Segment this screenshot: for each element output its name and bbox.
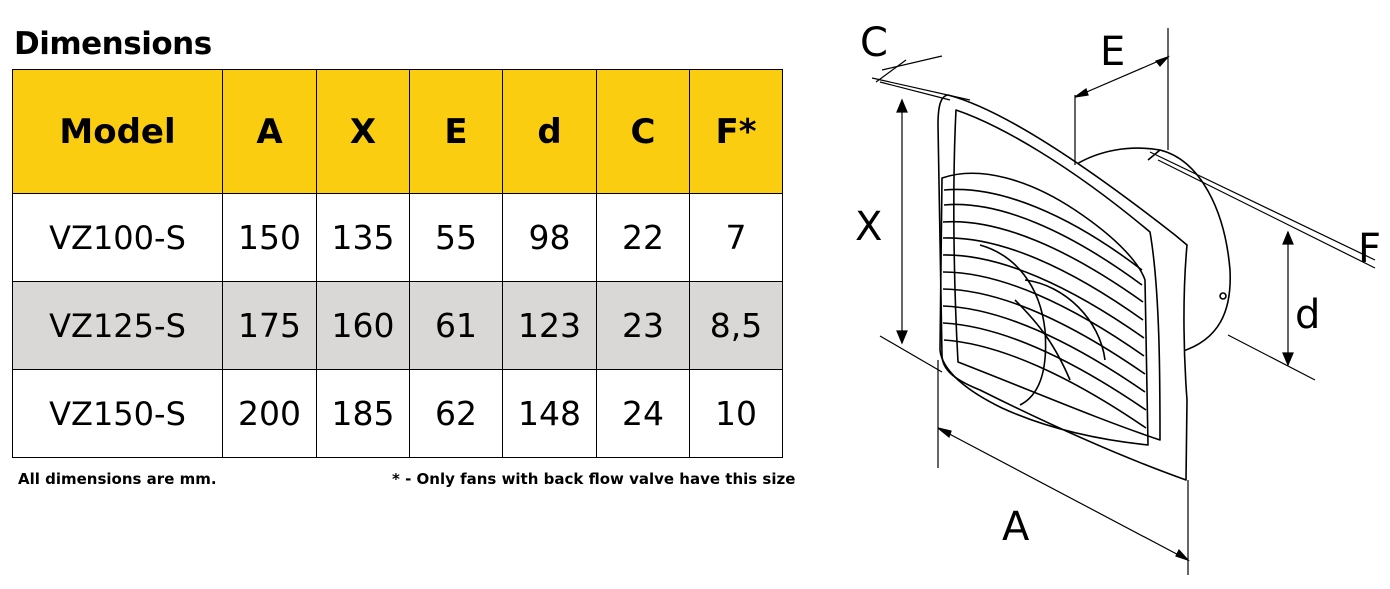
- header-model: Model: [12, 69, 223, 194]
- cell-e: 62: [409, 369, 503, 458]
- duct-cylinder: [1074, 147, 1231, 353]
- units-note: All dimensions are mm.: [18, 470, 217, 488]
- label-d: d: [1295, 292, 1320, 338]
- table-row: VZ150-S 200 185 62 148 24 10: [12, 369, 783, 458]
- cell-f: 8,5: [689, 281, 783, 370]
- cell-model: VZ125-S: [12, 281, 223, 370]
- c-dimension-line: [871, 77, 971, 101]
- header-a: A: [222, 69, 317, 194]
- cell-c: 24: [596, 369, 690, 458]
- cell-a: 200: [222, 369, 317, 458]
- cell-x: 135: [316, 193, 410, 282]
- page-title: Dimensions: [14, 26, 212, 62]
- label-a: A: [1002, 504, 1030, 550]
- label-c: C: [860, 20, 888, 66]
- cell-c: 23: [596, 281, 690, 370]
- footnote: * - Only fans with back flow valve have …: [392, 470, 796, 488]
- header-d: d: [502, 69, 597, 194]
- cell-f: 7: [689, 193, 783, 282]
- table-header-row: Model A X E d C F*: [12, 69, 783, 194]
- cell-model: VZ150-S: [12, 369, 223, 458]
- grille-slats: [942, 188, 1147, 429]
- label-e: E: [1100, 29, 1125, 75]
- cell-c: 22: [596, 193, 690, 282]
- header-x: X: [316, 69, 410, 194]
- label-x: X: [855, 204, 882, 250]
- cell-e: 61: [409, 281, 503, 370]
- cell-d: 123: [502, 281, 597, 370]
- a-dimension-line: [937, 427, 1189, 561]
- cell-x: 160: [316, 281, 410, 370]
- dimensions-table: Model A X E d C F* VZ100-S 150 135 55 98…: [12, 69, 783, 458]
- cell-d: 148: [502, 369, 597, 458]
- grille: [939, 172, 1149, 446]
- e-dimension-line: [1074, 56, 1169, 98]
- header-c: C: [596, 69, 690, 194]
- label-f: F: [1358, 226, 1381, 272]
- cell-d: 98: [502, 193, 597, 282]
- table-row: VZ100-S 150 135 55 98 22 7: [12, 193, 783, 282]
- header-e: E: [409, 69, 503, 194]
- cell-model: VZ100-S: [12, 193, 223, 282]
- cell-f: 10: [689, 369, 783, 458]
- cell-a: 175: [222, 281, 317, 370]
- f-dimension-line: [1149, 151, 1376, 261]
- cell-e: 55: [409, 193, 503, 282]
- fan-dimension-drawing: C E X F d A: [855, 20, 1381, 575]
- header-f: F*: [689, 69, 783, 194]
- cell-x: 185: [316, 369, 410, 458]
- cell-a: 150: [222, 193, 317, 282]
- table-row: VZ125-S 175 160 61 123 23 8,5: [12, 281, 783, 370]
